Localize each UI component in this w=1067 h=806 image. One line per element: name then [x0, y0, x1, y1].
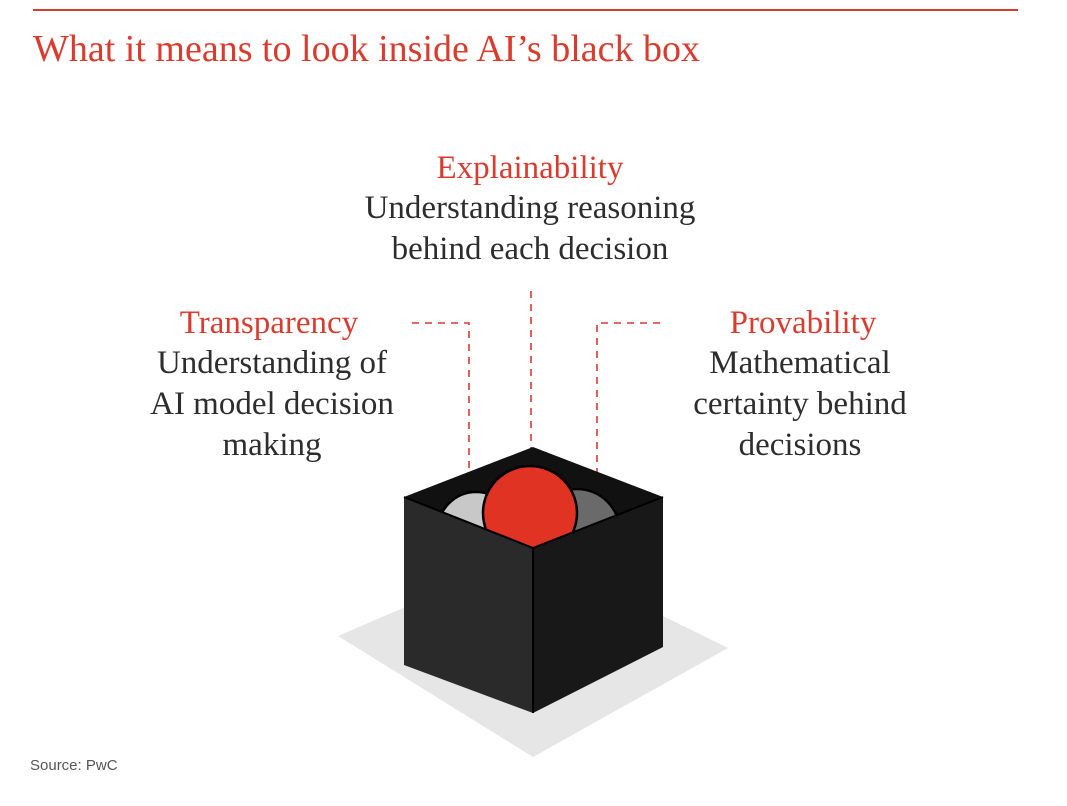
source-note: Source: PwC: [30, 757, 118, 774]
provability-description-line-1: Mathematical: [709, 345, 891, 381]
box-right-face: [533, 497, 663, 713]
page-title: What it means to look inside AI’s black …: [33, 28, 701, 70]
provability-title: Provability: [729, 305, 877, 341]
provability-block: Provability Mathematical certainty behin…: [620, 303, 980, 466]
explainability-description-line-1: Understanding reasoning: [364, 190, 696, 226]
transparency-leader-line: [412, 322, 470, 496]
transparency-description-line-2: AI model decision: [150, 386, 394, 422]
box-left-face: [404, 497, 533, 713]
explainability-block: Explainability Understanding reasoning b…: [300, 148, 760, 270]
transparency-block: Transparency Understanding of AI model d…: [92, 303, 452, 466]
explainability-description-line-2: behind each decision: [391, 231, 669, 267]
provability-description-line-2: certainty behind: [693, 386, 907, 422]
top-rule: [33, 9, 1018, 11]
box-edges: [403, 496, 664, 713]
transparency-title: Transparency: [179, 305, 359, 341]
provability-description-line-3: decisions: [738, 427, 862, 463]
explainability-title: Explainability: [436, 150, 624, 186]
transparency-description-line-1: Understanding of: [156, 345, 388, 381]
transparency-description-line-3: making: [222, 427, 322, 463]
